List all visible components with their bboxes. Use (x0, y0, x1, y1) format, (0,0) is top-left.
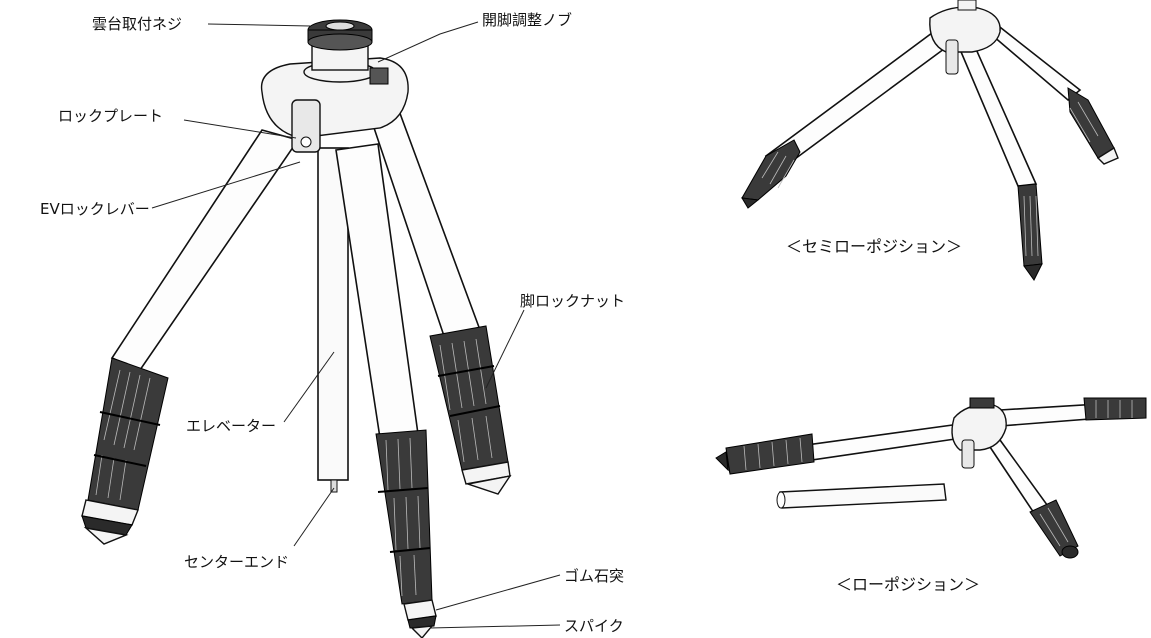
caption-low: ＜ローポジション＞ (836, 575, 980, 594)
label-leg-angle-knob: 開脚調整ノブ (482, 11, 572, 29)
label-center-end: センターエンド (184, 553, 289, 571)
tripod-head (260, 19, 409, 153)
label-elevator: エレベーター (186, 417, 276, 435)
label-leg-lock-nut: 脚ロックナット (520, 292, 625, 310)
main-tripod: 雲台取付ネジ 開脚調整ノブ ロックプレート EVロックレバー 脚ロックナット エ… (40, 11, 625, 638)
semi-low-tripod: ＜セミローポジション＞ (741, 0, 1119, 281)
front-leg (335, 143, 437, 638)
caption-semi-low: ＜セミローポジション＞ (786, 237, 962, 256)
label-spike: スパイク (564, 617, 624, 635)
label-ev-lock-lever: EVロックレバー (40, 200, 150, 218)
elevator-column (317, 147, 349, 493)
detached-elevator (779, 483, 947, 509)
label-rubber-foot: ゴム石突 (564, 567, 624, 585)
label-mount-screw: 雲台取付ネジ (92, 15, 182, 33)
label-lock-plate: ロックプレート (58, 107, 163, 125)
low-tripod: ＜ローポジション＞ (715, 397, 1147, 594)
leader-lines (151, 21, 561, 629)
left-leg (81, 129, 300, 545)
